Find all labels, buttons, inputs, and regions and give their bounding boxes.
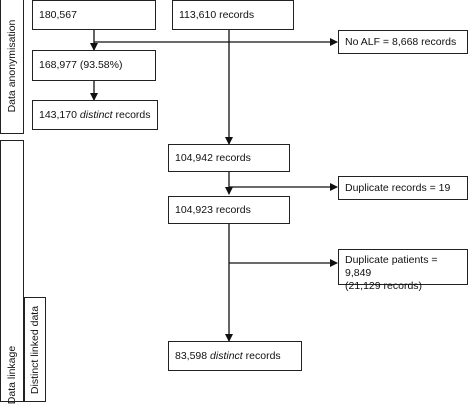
box-records-104942: 104,942 records [168,144,290,172]
box-filtered: 168,977 (93.58%) [32,50,156,81]
box-initial-count: 180,567 [32,0,156,30]
box-duplicate-records: Duplicate records = 19 [338,176,468,200]
duplicate-records-text: Duplicate records = 19 [345,181,451,194]
final-distinct-word: distinct [210,349,243,362]
final-distinct-text: 83,598 distinct records [175,350,281,363]
records-113610-text: 113,610 records [179,8,255,21]
records-104923-text: 104,923 records [175,203,251,216]
no-alf-text: No ALF = 8,668 records [345,35,457,48]
final-count: 83,598 [175,349,208,362]
box-duplicate-patients: Duplicate patients = 9,849 (21,129 recor… [338,249,468,292]
box-distinct-records-left: 143,170 distinct records [32,100,158,130]
box-records-104923: 104,923 records [168,196,290,224]
records-104942-text: 104,942 records [175,151,251,164]
box-records-113610: 113,610 records [172,0,294,30]
distinct-left-count: 143,170 [39,108,77,121]
data-linkage-label: Data linkage [0,140,24,404]
final-suffix: records [245,349,281,362]
box-no-alf: No ALF = 8,668 records [338,30,468,54]
data-anonymisation-label: Data anonymisation [0,0,24,134]
box-final-distinct-records: 83,598 distinct records [168,341,302,371]
duplicate-patients-line1: Duplicate patients = 9,849 [345,254,438,279]
filtered-text: 168,977 (93.58%) [39,59,123,71]
distinct-left-word: distinct [79,108,113,121]
distinct-left-text: 143,170 distinct records [39,109,151,122]
initial-count-text: 180,567 [39,8,77,21]
duplicate-patients-line2: (21,129 records) [345,280,423,292]
distinct-left-suffix: records [115,108,151,121]
